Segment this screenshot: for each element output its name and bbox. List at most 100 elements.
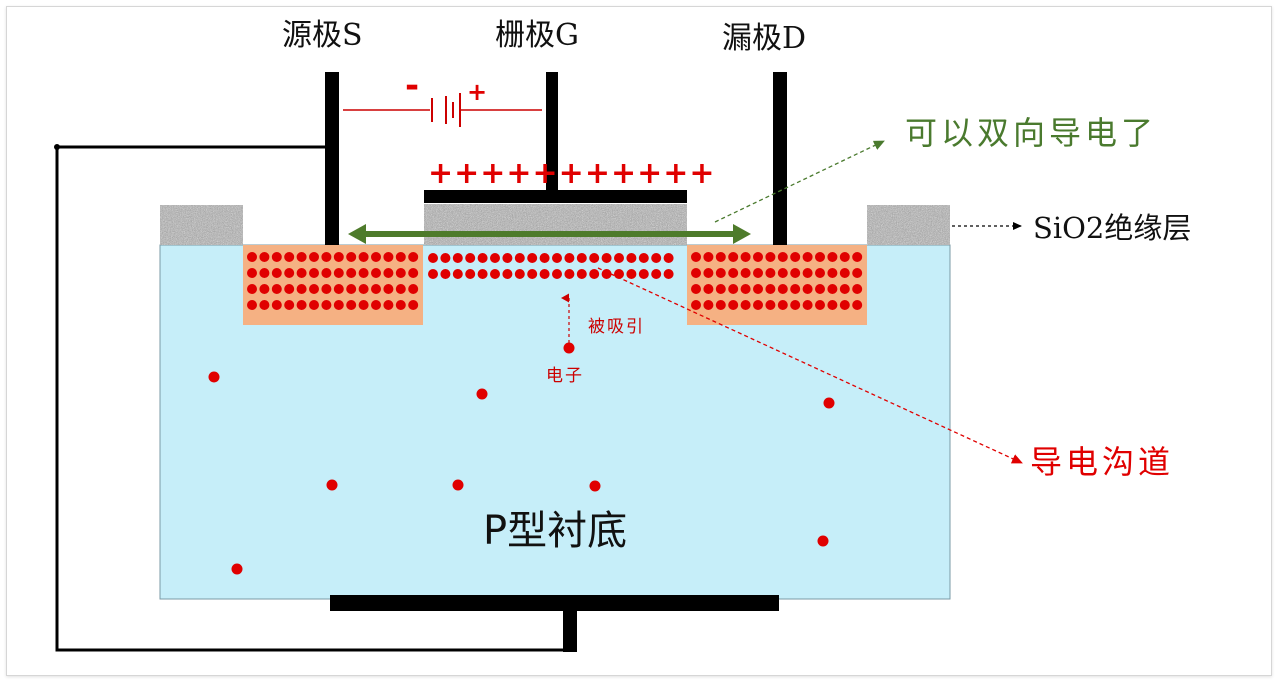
sio2-block-gate bbox=[424, 204, 687, 245]
electron-dot bbox=[358, 300, 369, 310]
electron-dot bbox=[839, 268, 850, 278]
electron-dot bbox=[440, 269, 451, 279]
bidirectional-arrow-right-head bbox=[733, 224, 751, 244]
source-electrons bbox=[247, 252, 419, 310]
electron-label: 电子 bbox=[546, 366, 584, 386]
electron-dot bbox=[777, 284, 788, 294]
battery-plus-sign: + bbox=[467, 78, 487, 106]
body-source-wire bbox=[55, 145, 570, 652]
electron-dot bbox=[601, 269, 612, 279]
battery-minus-sign: - bbox=[405, 66, 419, 106]
electron-dot bbox=[383, 268, 394, 278]
electron-dot bbox=[728, 300, 739, 310]
electron-dot bbox=[477, 269, 488, 279]
electron-dot bbox=[408, 252, 419, 262]
electron-dot bbox=[333, 284, 344, 294]
electron-dot bbox=[790, 300, 801, 310]
electron-dot bbox=[614, 269, 624, 279]
bidirectional-arrow-left-head bbox=[348, 224, 366, 244]
free-electron-dot bbox=[231, 563, 243, 575]
electron-dot bbox=[802, 268, 813, 278]
electron-dot bbox=[815, 268, 825, 278]
electron-dot bbox=[651, 269, 662, 279]
electron-dot bbox=[271, 284, 282, 294]
electron-dot bbox=[284, 252, 295, 262]
free-electron-dot bbox=[817, 535, 829, 547]
free-electron-dot bbox=[476, 388, 488, 400]
electron-dot bbox=[765, 284, 776, 294]
electron-dot bbox=[284, 300, 295, 310]
free-electron-dot bbox=[452, 479, 464, 491]
electron-dot bbox=[259, 252, 270, 262]
electron-dot bbox=[395, 268, 406, 278]
electron-dot bbox=[371, 252, 381, 262]
electron-dot bbox=[601, 253, 612, 263]
electron-dot bbox=[740, 300, 751, 310]
electron-dot bbox=[703, 268, 714, 278]
electron-dot bbox=[321, 284, 332, 294]
drain-label: 漏极D bbox=[722, 21, 806, 56]
electron-dot bbox=[346, 284, 357, 294]
leader-channel bbox=[597, 267, 1023, 464]
sio2-block-left bbox=[160, 205, 243, 245]
electron-dot bbox=[852, 268, 863, 278]
free-electron-dot bbox=[326, 479, 338, 491]
attracted-label: 被吸引 bbox=[588, 317, 645, 337]
sio2-block-right bbox=[867, 205, 950, 245]
electron-dot bbox=[440, 253, 451, 263]
electron-dot bbox=[626, 269, 637, 279]
electron-dot bbox=[383, 300, 394, 310]
electron-dot bbox=[715, 284, 726, 294]
electron-dot bbox=[321, 300, 332, 310]
electron-dot bbox=[839, 300, 850, 310]
electron-dot bbox=[703, 300, 714, 310]
free-electron-dot bbox=[589, 480, 601, 492]
electron-dot bbox=[309, 252, 319, 262]
electron-dot bbox=[477, 253, 488, 263]
electron-dot bbox=[728, 252, 739, 262]
channel-electrons bbox=[428, 253, 674, 279]
source-terminal bbox=[325, 72, 339, 245]
electron-dot bbox=[576, 253, 587, 263]
electron-dot bbox=[663, 269, 674, 279]
electron-dot bbox=[552, 269, 562, 279]
electron-dot bbox=[452, 269, 463, 279]
electron-dot bbox=[395, 300, 406, 310]
free-electron-dot bbox=[208, 371, 220, 383]
free-electron-dot bbox=[823, 397, 835, 409]
electron-dot bbox=[839, 284, 850, 294]
electron-dot bbox=[514, 269, 525, 279]
insulator-label: SiO2绝缘层 bbox=[1033, 211, 1191, 245]
electron-dot bbox=[827, 268, 838, 278]
electron-dot bbox=[296, 268, 307, 278]
electron-dot bbox=[802, 300, 813, 310]
electron-dot bbox=[777, 252, 788, 262]
electron-dot bbox=[802, 252, 813, 262]
electron-dot bbox=[827, 284, 838, 294]
electron-dot bbox=[395, 284, 406, 294]
electron-dot bbox=[247, 284, 257, 294]
electron-dot bbox=[815, 252, 825, 262]
gate-label: 栅极G bbox=[495, 18, 579, 53]
electron-dot bbox=[691, 284, 701, 294]
electron-dot bbox=[309, 268, 319, 278]
electron-dot bbox=[626, 253, 637, 263]
electron-dot bbox=[765, 300, 776, 310]
electron-dot bbox=[728, 268, 739, 278]
electron-dot bbox=[333, 252, 344, 262]
electron-dot bbox=[333, 268, 344, 278]
gate-positive-charges: +++++++++++ bbox=[428, 156, 716, 191]
electron-dot bbox=[651, 253, 662, 263]
electron-dot bbox=[358, 252, 369, 262]
channel-label: 导电沟道 bbox=[1030, 443, 1174, 481]
electron-dot bbox=[753, 252, 763, 262]
electron-dot bbox=[703, 252, 714, 262]
electron-dot bbox=[259, 300, 270, 310]
electron-dot bbox=[564, 269, 575, 279]
electron-dot bbox=[527, 253, 538, 263]
electron-dot bbox=[490, 253, 500, 263]
electron-dot bbox=[346, 252, 357, 262]
electron-dot bbox=[740, 268, 751, 278]
electron-dot bbox=[691, 252, 701, 262]
electron-dot bbox=[284, 268, 295, 278]
